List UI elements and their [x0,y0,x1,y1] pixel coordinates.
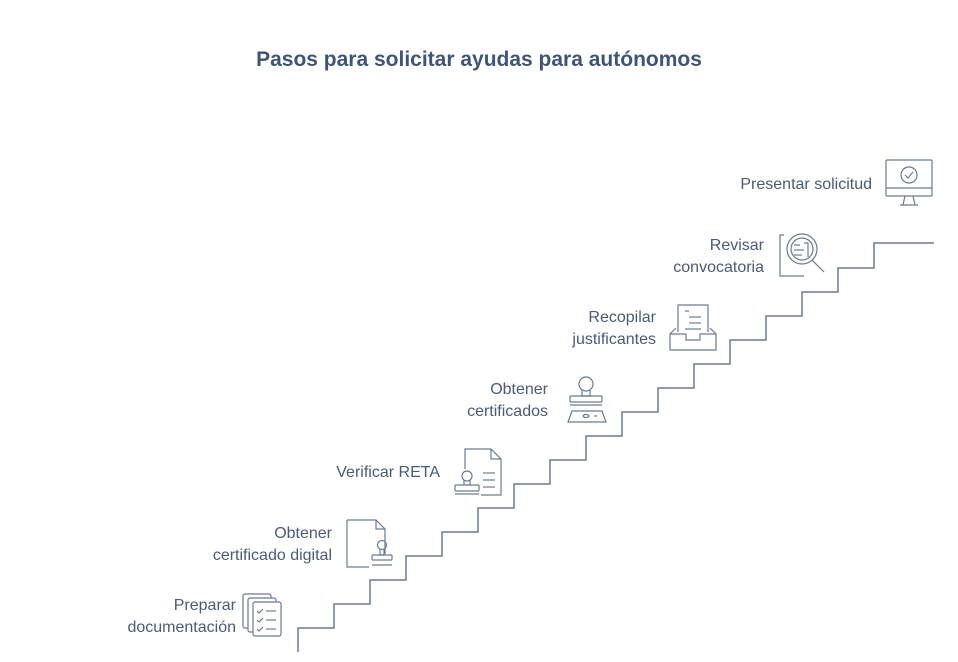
step-label-presentar-solicitud: Presentar solicitud [740,176,872,193]
step-label-recopilar-justificantes: Recopilar justificantes [572,309,656,348]
step-label-obtener-certificados: Obtener certificados [467,381,548,420]
document-magnifier-icon [779,233,825,277]
rubber-stamp-icon [567,376,607,423]
monitor-check-icon [885,159,933,206]
checklist-documents-icon [242,593,282,637]
step-label-preparar-documentacion: Preparar documentación [127,597,236,636]
step-label-revisar-convocatoria: Revisar convocatoria [673,237,764,276]
step-label-verificar-reta: Verificar RETA [336,464,440,481]
document-tray-icon [669,304,717,351]
document-stamp-icon [454,448,502,496]
step-label-obtener-certificado-digital: Obtener certificado digital [212,525,332,564]
certificate-stamp-icon [346,519,393,568]
diagram-title: Pasos para solicitar ayudas para autónom… [256,48,702,71]
